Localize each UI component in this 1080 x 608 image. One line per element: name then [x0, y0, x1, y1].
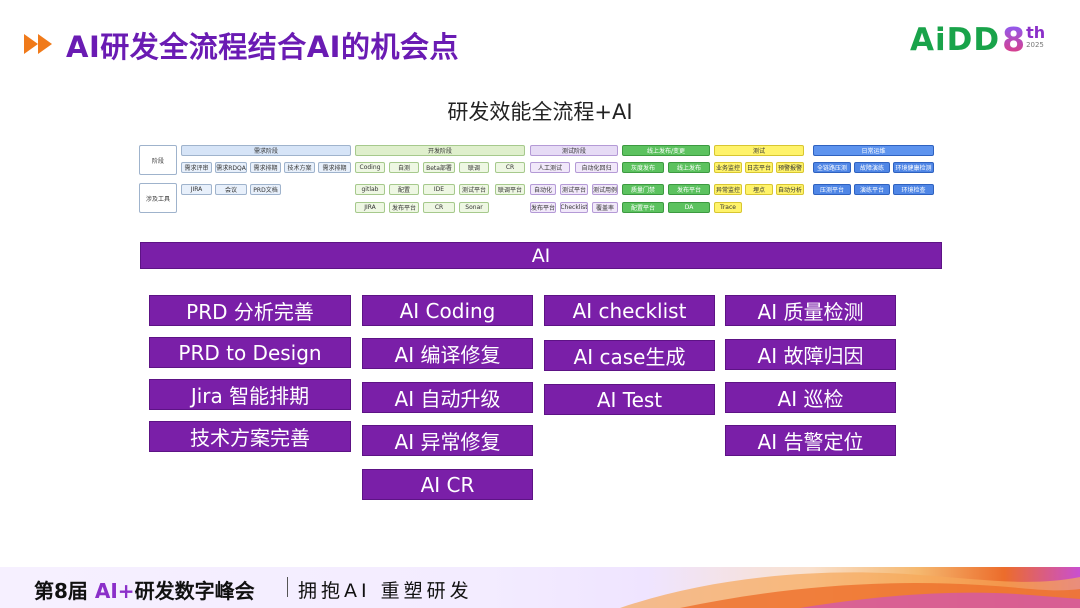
tool-item: 自动化: [530, 184, 556, 195]
opportunity-box: AI 巡检: [725, 382, 896, 413]
stage-development-header: 开发阶段: [355, 145, 525, 156]
tool-item: 联调平台: [495, 184, 525, 195]
logo-text: AiDD: [910, 22, 1001, 58]
footer-banner: 第8届 AI+研发数字峰会 拥抱AI 重塑研发: [0, 567, 1080, 608]
play-arrows-icon: [24, 34, 52, 54]
stage-item: 自动化回归: [575, 162, 618, 173]
stage-item: 需求排期: [318, 162, 351, 173]
stage-testing-header: 测试阶段: [530, 145, 618, 156]
tool-item: CR: [423, 202, 455, 213]
stage-operations-header: 日常运维: [813, 145, 934, 156]
stage-item: 日志平台: [745, 162, 773, 173]
footer-divider: [287, 577, 288, 597]
opportunity-box: AI Test: [544, 384, 715, 415]
tool-item: 压测平台: [813, 184, 851, 195]
stage-release-header: 线上发布/变更: [622, 145, 710, 156]
footer-suffix: 研发数字峰会: [134, 579, 255, 603]
tool-item: IDE: [423, 184, 455, 195]
tool-item: 配置平台: [622, 202, 664, 213]
footer-event-name: 第8届 AI+研发数字峰会: [34, 575, 255, 604]
tool-item: 埋点: [745, 184, 773, 195]
tool-item: JIRA: [355, 202, 385, 213]
tool-item: 异常监控: [714, 184, 742, 195]
stage-item: 需求RDQA: [215, 162, 247, 173]
logo-edition: 8: [1002, 20, 1026, 59]
row-label-tools: 涉及工具: [139, 183, 177, 213]
opportunity-box: AI 告警定位: [725, 425, 896, 456]
stage-item: 业务监控: [714, 162, 742, 173]
tool-item: 发布平台: [389, 202, 419, 213]
diagram-subtitle: 研发效能全流程+AI: [447, 100, 633, 124]
stage-item: Coding: [355, 162, 385, 173]
tool-item: Checklist: [560, 202, 588, 213]
page-title: AI研发全流程结合AI的机会点: [66, 30, 459, 64]
stage-monitoring-header: 测试: [714, 145, 804, 156]
stage-item: 自测: [389, 162, 419, 173]
tool-item: JIRA: [181, 184, 212, 195]
opportunity-box: AI 自动升级: [362, 382, 533, 413]
tool-item: DA: [668, 202, 710, 213]
decorative-swirl-graphic: [620, 572, 1080, 608]
tool-item: 测试平台: [459, 184, 489, 195]
stage-item: 需求排期: [250, 162, 281, 173]
footer-prefix: 第8届: [34, 579, 95, 603]
opportunity-box: AI case生成: [544, 340, 715, 371]
opportunity-box: PRD to Design: [149, 337, 351, 368]
stage-item: 环境健康检测: [893, 162, 934, 173]
footer-ai: AI+: [94, 579, 135, 603]
tool-item: 演练平台: [854, 184, 890, 195]
ai-bar: AI: [140, 242, 942, 269]
tool-item: 环境检查: [893, 184, 934, 195]
stage-item: 线上发布: [668, 162, 710, 173]
stage-item: 需求评审: [181, 162, 212, 173]
opportunity-box: AI CR: [362, 469, 533, 500]
tool-item: 发布平台: [668, 184, 710, 195]
tool-item: 自动分析: [776, 184, 804, 195]
opportunity-box: PRD 分析完善: [149, 295, 351, 326]
opportunity-box: AI 编译修复: [362, 338, 533, 369]
tool-item: PRD文档: [250, 184, 281, 195]
opportunity-box: AI Coding: [362, 295, 533, 326]
tool-item: 会议: [215, 184, 247, 195]
opportunity-box: AI 故障归因: [725, 339, 896, 370]
logo-year: 2025: [1026, 41, 1044, 49]
opportunity-box: AI 异常修复: [362, 425, 533, 456]
stage-item: 人工测试: [530, 162, 570, 173]
opportunity-box: AI checklist: [544, 295, 715, 326]
stage-item: Beta部署: [423, 162, 455, 173]
opportunity-box: Jira 智能排期: [149, 379, 351, 410]
logo-suffix: th: [1026, 23, 1046, 42]
tool-item: 测试用例: [592, 184, 618, 195]
tool-item: gitlab: [355, 184, 385, 195]
row-label-stage: 阶段: [139, 145, 177, 175]
tool-item: 发布平台: [530, 202, 556, 213]
stage-item: 故障演练: [854, 162, 890, 173]
tool-item: 覆盖率: [592, 202, 618, 213]
opportunity-box: AI 质量检测: [725, 295, 896, 326]
stage-item: 联调: [459, 162, 489, 173]
stage-item: 预警报警: [776, 162, 804, 173]
stage-item: 全链路压测: [813, 162, 851, 173]
stage-item: CR: [495, 162, 525, 173]
stage-requirements-header: 需求阶段: [181, 145, 351, 156]
tool-item: Trace: [714, 202, 742, 213]
aidd-logo: AiDD 8 th 2025: [910, 20, 1046, 59]
stage-item: 灰度发布: [622, 162, 664, 173]
footer-slogan: 拥抱AI 重塑研发: [298, 580, 473, 602]
opportunity-box: 技术方案完善: [149, 421, 351, 452]
tool-item: 配置: [389, 184, 419, 195]
stage-item: 技术方案: [284, 162, 315, 173]
tool-item: Sonar: [459, 202, 489, 213]
tool-item: 质量门禁: [622, 184, 664, 195]
tool-item: 测试平台: [560, 184, 588, 195]
